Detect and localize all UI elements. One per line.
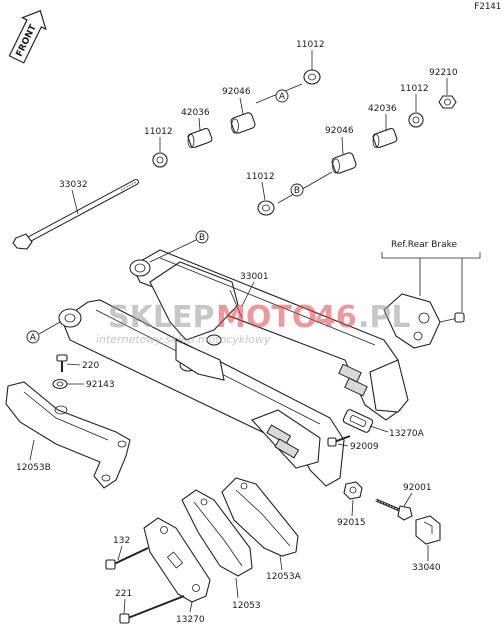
part-number-33001: 33001	[240, 272, 269, 282]
pivot-shaft-33032-icon	[12, 179, 139, 250]
sleeve-42036-right-icon	[372, 127, 398, 149]
part-number-42036-b: 42036	[368, 104, 397, 114]
part-number-220: 220	[82, 361, 99, 371]
collar-92143-icon	[52, 378, 68, 390]
part-number-42036-a: 42036	[181, 108, 210, 118]
bolt-92001-icon	[375, 498, 413, 521]
part-number-92009: 92009	[350, 442, 379, 452]
adjuster-block-33040-icon	[415, 515, 441, 545]
callout-b-arm	[195, 230, 209, 244]
part-number-33040: 33040	[412, 563, 441, 573]
part-number-11012-a: 11012	[296, 40, 325, 50]
part-number-92046-a: 92046	[222, 87, 251, 97]
part-number-11012-b: 11012	[144, 127, 173, 137]
part-number-13270a: 13270A	[389, 429, 425, 439]
sleeve-42036-icon	[187, 127, 213, 149]
nut-92210-icon	[438, 95, 457, 109]
guide-plate-13270a-icon	[342, 409, 374, 433]
part-number-11012-c: 11012	[400, 84, 429, 94]
needle-bearing-92046-right-icon	[331, 152, 357, 174]
callout-b-arm-label: B	[199, 233, 205, 243]
part-number-92143: 92143	[86, 380, 115, 390]
watermark: SKLEP MOTO 46 .PL internetowy sklep moto…	[96, 300, 411, 346]
part-number-12053b: 12053B	[16, 463, 51, 473]
front-arrow-icon: FRONT	[8, 10, 47, 64]
callout-a-top	[275, 89, 289, 103]
needle-bearing-92046-icon	[230, 112, 256, 134]
diagram-code: F2141	[474, 2, 501, 12]
nut-92015-icon	[343, 481, 363, 500]
part-number-33032: 33032	[59, 180, 88, 190]
collar-11012-lower-icon	[257, 200, 275, 216]
callout-a-arm	[26, 330, 40, 344]
watermark-brand-left: SKLEP	[108, 300, 214, 335]
collar-11012-left-icon	[152, 152, 168, 168]
part-number-12053: 12053	[232, 601, 261, 611]
callout-a-arm-label: A	[30, 333, 37, 343]
rear-brake-bracket-icon	[383, 293, 465, 349]
part-number-12053a: 12053A	[266, 572, 302, 582]
part-number-132: 132	[113, 536, 130, 546]
watermark-brand-num: 46	[315, 300, 357, 335]
chain-guide-12053-icon	[181, 489, 253, 577]
swingarm-33001-icon	[58, 249, 409, 487]
screw-220-icon	[56, 354, 68, 372]
guide-plate-13270-icon	[143, 517, 211, 603]
screw-92009-icon	[327, 435, 351, 447]
callout-b-top	[290, 183, 304, 197]
chain-slider-12053b-icon	[5, 381, 131, 489]
chain-guide-12053a-icon	[221, 477, 299, 557]
part-number-11012-d: 11012	[246, 172, 275, 182]
screw-132-icon	[105, 547, 149, 570]
part-number-92210: 92210	[429, 68, 458, 78]
part-number-221: 221	[115, 589, 132, 599]
collar-11012-right-icon	[408, 112, 424, 128]
callout-a-top-label: A	[279, 92, 286, 102]
part-number-13270: 13270	[176, 615, 205, 625]
callout-b-top-label: B	[294, 186, 300, 196]
part-number-92015: 92015	[337, 518, 366, 528]
collar-11012-icon	[303, 69, 321, 85]
ref-rear-brake-note: Ref.Rear Brake	[391, 240, 458, 250]
watermark-tagline: internetowy sklep motocyklowy	[96, 333, 271, 346]
bolt-221-icon	[119, 595, 185, 624]
watermark-brand-tld: .PL	[358, 300, 411, 335]
part-number-92046-b: 92046	[325, 126, 354, 136]
watermark-brand-mid: MOTO	[216, 300, 317, 335]
part-number-92001: 92001	[403, 483, 432, 493]
